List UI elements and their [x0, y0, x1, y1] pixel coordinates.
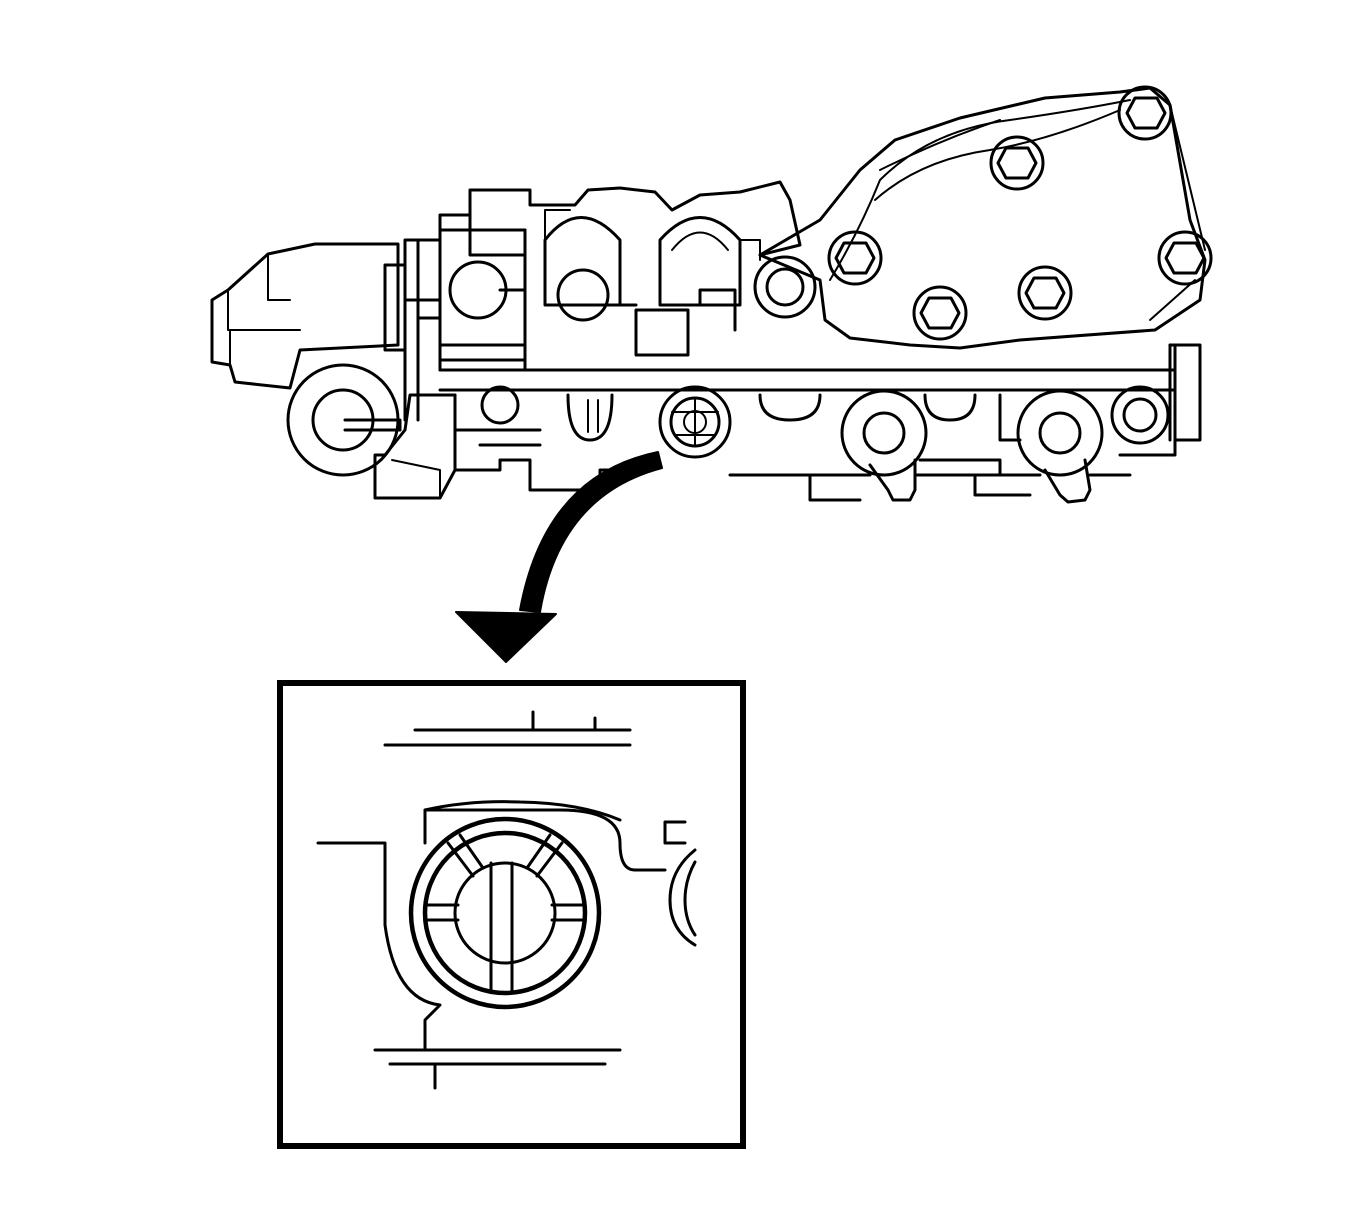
right-cover-plate: [758, 85, 1213, 350]
left-round-boss: [286, 363, 402, 477]
upper-chambers: [438, 180, 817, 372]
inset-seat-ring: [408, 816, 602, 1010]
lower-left-body: [373, 393, 457, 500]
left-solenoid-block: [210, 242, 400, 390]
inset-housing: [316, 808, 687, 1050]
valve-body-assembly: [210, 85, 1213, 504]
magnified-detail-inset: [277, 680, 746, 1149]
left-tube: [403, 238, 442, 422]
horizontal-rail: [438, 343, 1202, 442]
lower-bosses: [453, 385, 1177, 504]
check-ball-spring-seat: [658, 385, 732, 459]
curved-arrow: [455, 451, 663, 663]
